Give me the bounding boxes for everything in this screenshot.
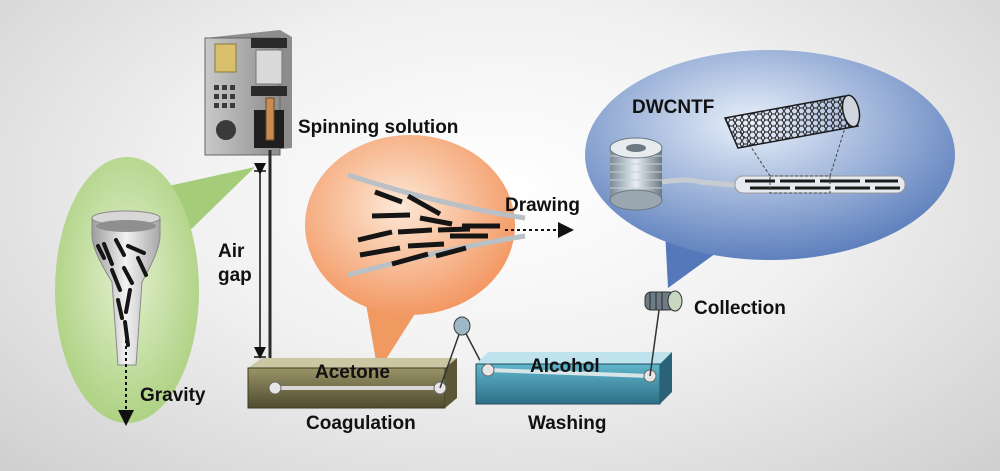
collection-roller [644, 290, 683, 377]
collection-callout [585, 50, 955, 288]
drawing-callout [305, 135, 574, 372]
fiber-spool-icon [609, 137, 663, 211]
spinning-solution-label: Spinning solution [298, 117, 459, 138]
air-gap-label-line1: Air [218, 241, 245, 262]
acetone-label: Acetone [315, 362, 390, 383]
spinneret-callout [55, 157, 255, 426]
carbon-nanotube-icon [723, 94, 861, 149]
drawing-label: Drawing [505, 195, 580, 216]
air-gap-label-line2: gap [218, 265, 252, 286]
gravity-label: Gravity [140, 385, 206, 406]
air-gap-dimension [254, 163, 266, 359]
alcohol-bath [475, 352, 672, 405]
dwcntf-label: DWCNTF [632, 97, 715, 118]
alcohol-label: Alcohol [530, 356, 600, 377]
collection-label: Collection [694, 298, 786, 319]
syringe-pump-icon [204, 30, 292, 156]
coagulation-label: Coagulation [306, 413, 416, 434]
acetone-bath [247, 358, 457, 409]
washing-label: Washing [528, 413, 607, 434]
